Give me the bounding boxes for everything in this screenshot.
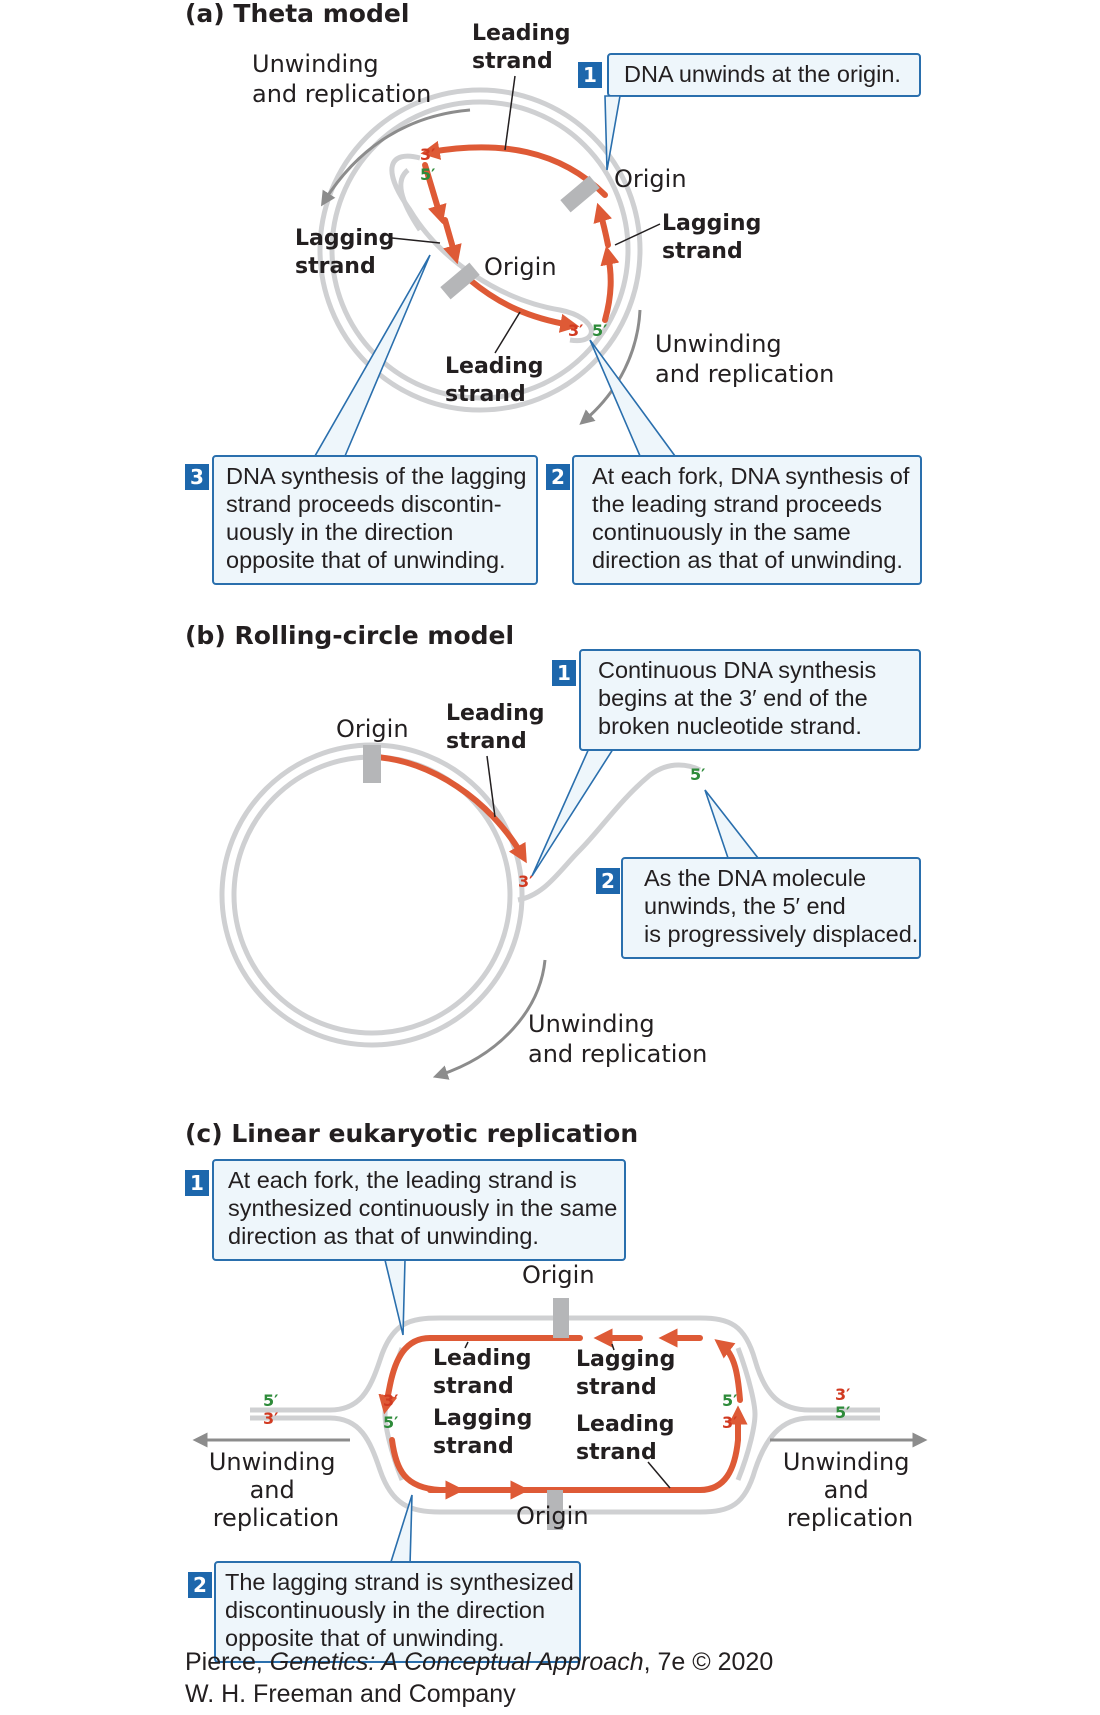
theta-unwinding-label-top: Unwinding and replication bbox=[252, 50, 431, 108]
linear-callout-1: 1 At each fork, the leading strand is sy… bbox=[185, 1159, 626, 1336]
rolling-circle-end-5prime: 5′ bbox=[690, 765, 705, 784]
rolling-circle-origin-label: Origin bbox=[336, 715, 409, 743]
theta-lagging-label-right: Lagging strand bbox=[662, 211, 769, 264]
credit-line-1: Pierce, Genetics: A Conceptual Approach,… bbox=[185, 1648, 773, 1676]
linear-end-fork-right-5prime: 5′ bbox=[722, 1391, 737, 1410]
panel-a-theta-model: (a) Theta model 3′ 5′ 3′ 5′ bbox=[185, 0, 922, 585]
svg-text:DNA unwinds at the origin.: DNA unwinds at the origin. bbox=[624, 61, 901, 87]
rolling-circle-callout-1: 1 Continuous DNA synthesis begins at the… bbox=[531, 649, 921, 877]
theta-lagging-fragment bbox=[422, 162, 447, 225]
svg-text:2: 2 bbox=[193, 1573, 207, 1597]
linear-unwinding-label-right: Unwinding and replication bbox=[783, 1448, 917, 1532]
theta-origin-label-inner: Origin bbox=[484, 253, 557, 281]
theta-leading-label-top: Leading strand bbox=[472, 21, 578, 74]
linear-lagging-label-lower-left: Lagging strand bbox=[433, 1406, 540, 1459]
theta-unwinding-arrow-left bbox=[320, 108, 471, 207]
theta-lagging-fragment bbox=[593, 202, 612, 248]
linear-lagging-fragment bbox=[714, 1339, 743, 1403]
svg-text:Continuous DNA synthesis: Continuous DNA synthesis begins at the 3… bbox=[598, 657, 883, 739]
theta-origin-inner-marker bbox=[440, 262, 480, 300]
theta-callout-3: 3 DNA synthesis of the lagging strand pr… bbox=[185, 254, 538, 585]
linear-origin-top-marker bbox=[553, 1298, 569, 1338]
svg-text:DNA synthesis of the lagging: DNA synthesis of the lagging strand proc… bbox=[226, 463, 533, 573]
linear-end-fork-left-3prime: 3′ bbox=[383, 1391, 398, 1410]
theta-end-3prime-right: 3′ bbox=[568, 321, 583, 340]
svg-text:1: 1 bbox=[190, 1171, 204, 1195]
rolling-circle-origin-marker bbox=[363, 745, 381, 783]
linear-origin-bottom-marker bbox=[547, 1490, 563, 1530]
theta-leading-label-bottom: Leading strand bbox=[445, 354, 551, 407]
rolling-circle-unwinding-arrow bbox=[432, 959, 547, 1080]
panel-b-title: (b) Rolling-circle model bbox=[185, 621, 514, 650]
panel-b-rolling-circle-model: (b) Rolling-circle model 3′ 5′ Origin Le… bbox=[185, 621, 921, 1080]
theta-unwinding-label-right: Unwinding and replication bbox=[655, 330, 834, 388]
linear-origin-label-bottom: Origin bbox=[516, 1502, 589, 1530]
theta-end-3prime-left: 3′ bbox=[420, 145, 435, 164]
theta-lagging-fragment bbox=[600, 245, 620, 323]
linear-new-strands bbox=[378, 1328, 748, 1500]
rolling-circle-unwinding-label: Unwinding and replication bbox=[528, 1010, 707, 1068]
svg-text:1: 1 bbox=[583, 63, 597, 87]
panel-a-title: (a) Theta model bbox=[185, 0, 409, 28]
linear-lagging-label-upper-right: Lagging strand bbox=[576, 1347, 683, 1400]
rolling-circle-leading-label: Leading strand bbox=[446, 701, 552, 754]
linear-end-fork-left-5prime: 5′ bbox=[383, 1413, 398, 1432]
linear-end-fork-right-3prime: 3′ bbox=[722, 1413, 737, 1432]
linear-end-far-left-5prime: 5′ bbox=[263, 1391, 278, 1410]
svg-text:At each fork, DNA synthesis of: At each fork, DNA synthesis of the leadi… bbox=[592, 463, 916, 573]
theta-end-5prime-left: 5′ bbox=[420, 165, 435, 184]
theta-lagging-fragment bbox=[442, 217, 462, 265]
theta-end-5prime-right: 5′ bbox=[592, 321, 607, 340]
credit-line-2: W. H. Freeman and Company bbox=[185, 1680, 516, 1708]
linear-callout-2: 2 The lagging strand is synthesized disc… bbox=[188, 1494, 581, 1663]
linear-origin-label-top: Origin bbox=[522, 1261, 595, 1289]
theta-callout-1: 1 DNA unwinds at the origin. bbox=[578, 53, 921, 171]
theta-leading-strand-bottom bbox=[467, 277, 580, 333]
linear-end-far-right-5prime: 5′ bbox=[835, 1403, 850, 1422]
linear-template-dna bbox=[250, 1315, 880, 1515]
rolling-circle-end-3prime: 3′ bbox=[518, 872, 533, 891]
linear-end-far-right-3prime: 3′ bbox=[835, 1385, 850, 1404]
linear-unwinding-label-left: Unwinding and replication bbox=[209, 1448, 343, 1532]
svg-text:2: 2 bbox=[551, 465, 565, 489]
theta-lagging-label-left: Lagging strand bbox=[295, 226, 402, 279]
svg-text:1: 1 bbox=[557, 661, 571, 685]
theta-callout-2: 2 At each fork, DNA synthesis of the lea… bbox=[546, 339, 922, 585]
rolling-circle-leading-strand bbox=[372, 754, 527, 864]
svg-text:3: 3 bbox=[190, 465, 204, 489]
svg-text:As the DNA molecule un: As the DNA molecule unwinds, the 5′ end … bbox=[644, 865, 918, 947]
svg-text:The lagging strand is synthesi: The lagging strand is synthesized discon… bbox=[225, 1569, 580, 1651]
theta-origin-label-outer: Origin bbox=[614, 165, 687, 193]
svg-text:At each fork, the leading stra: At each fork, the leading strand is synt… bbox=[228, 1167, 624, 1249]
panel-c-title: (c) Linear eukaryotic replication bbox=[185, 1119, 638, 1148]
rolling-circle-callout-2: 2 As the DNA molecule unwinds, the 5′ en… bbox=[596, 789, 921, 959]
linear-leading-label-upper-left: Leading strand bbox=[433, 1346, 539, 1399]
linear-lagging-fragment bbox=[389, 1437, 465, 1500]
linear-leading-label-lower-right: Leading strand bbox=[576, 1412, 682, 1465]
theta-unwinding-arrow-right bbox=[579, 309, 642, 425]
panel-c-linear-eukaryotic-replication: (c) Linear eukaryotic replication 5′ 3′ … bbox=[185, 1119, 928, 1663]
theta-origin-outer-marker bbox=[560, 175, 600, 213]
linear-end-far-left-3prime: 3′ bbox=[263, 1409, 278, 1428]
svg-text:2: 2 bbox=[601, 869, 615, 893]
